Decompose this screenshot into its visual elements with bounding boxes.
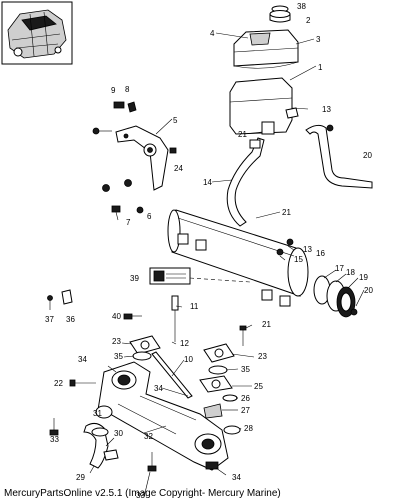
callout-6: 6 (147, 212, 152, 221)
callout-37: 37 (45, 315, 54, 324)
callout-20: 20 (363, 151, 372, 160)
thermostat-parts (199, 375, 241, 435)
callout-38: 38 (297, 2, 306, 11)
callout-29: 29 (76, 473, 85, 482)
callout-28: 28 (244, 424, 253, 433)
callout-40: 40 (112, 312, 121, 321)
callout-7: 7 (126, 218, 131, 227)
callout-36: 36 (66, 315, 75, 324)
callout-21: 21 (238, 130, 247, 139)
callout-33: 33 (50, 435, 59, 444)
bracket-5 (115, 125, 169, 191)
callout-8: 8 (125, 85, 130, 94)
callout-21c: 21 (262, 320, 271, 329)
hose-14 (226, 137, 265, 227)
callout-27: 27 (241, 406, 250, 415)
callout-24: 24 (174, 164, 183, 173)
callout-15: 15 (294, 255, 303, 264)
lower-manifold (95, 361, 229, 471)
callout-14: 14 (203, 178, 212, 187)
callout-12: 12 (180, 339, 189, 348)
callout-32: 32 (144, 432, 153, 441)
callout-1: 1 (318, 63, 323, 72)
callout-3: 3 (316, 35, 321, 44)
engine-inset (1, 1, 73, 65)
reservoir-cover (233, 29, 299, 69)
end-cap-parts (313, 275, 358, 318)
callout-21b: 21 (282, 208, 291, 217)
callout-2: 2 (306, 16, 311, 25)
callout-34c: 34 (232, 473, 241, 482)
callout-35b: 35 (241, 365, 250, 374)
callout-39: 39 (130, 274, 139, 283)
leader-lines (89, 32, 365, 498)
callout-9: 9 (111, 86, 116, 95)
callout-11: 11 (190, 302, 199, 311)
callout-33b: 33 (136, 491, 145, 500)
coolant-reservoir (229, 77, 299, 135)
callout-16: 16 (316, 249, 325, 258)
callout-5: 5 (173, 116, 178, 125)
callout-19: 19 (359, 273, 368, 282)
hose-29 (83, 422, 119, 469)
gaskets (129, 335, 235, 375)
reservoir-cap (269, 5, 291, 23)
callout-13: 13 (322, 105, 331, 114)
label-decal (149, 267, 251, 285)
fasteners-34 (107, 365, 219, 470)
callout-31: 31 (93, 409, 102, 418)
bolts (49, 325, 247, 472)
callout-34b: 34 (154, 384, 163, 393)
callout-18: 18 (346, 268, 355, 277)
upper-fasteners (92, 101, 177, 221)
copyright-caption: MercuryPartsOnline v2.5.1 (Image Copyrig… (4, 488, 281, 499)
callout-17: 17 (335, 264, 344, 273)
callout-23b: 23 (258, 352, 267, 361)
sensor-parts (47, 289, 179, 342)
heat-exchanger (167, 209, 309, 307)
callout-26: 26 (241, 394, 250, 403)
callout-23: 23 (112, 337, 121, 346)
callout-35: 35 (114, 352, 123, 361)
callout-30: 30 (114, 429, 123, 438)
callout-4: 4 (210, 29, 215, 38)
callout-10: 10 (184, 355, 193, 364)
callout-13b: 13 (303, 245, 312, 254)
tube-10 (151, 351, 193, 399)
callouts: 38 2 4 3 1 9 8 13 5 21 20 24 14 21 6 7 1… (45, 2, 373, 500)
callout-22: 22 (54, 379, 63, 388)
hoses-right (305, 124, 373, 189)
callout-20b: 20 (364, 286, 373, 295)
callout-34: 34 (78, 355, 87, 364)
callout-25: 25 (254, 382, 263, 391)
